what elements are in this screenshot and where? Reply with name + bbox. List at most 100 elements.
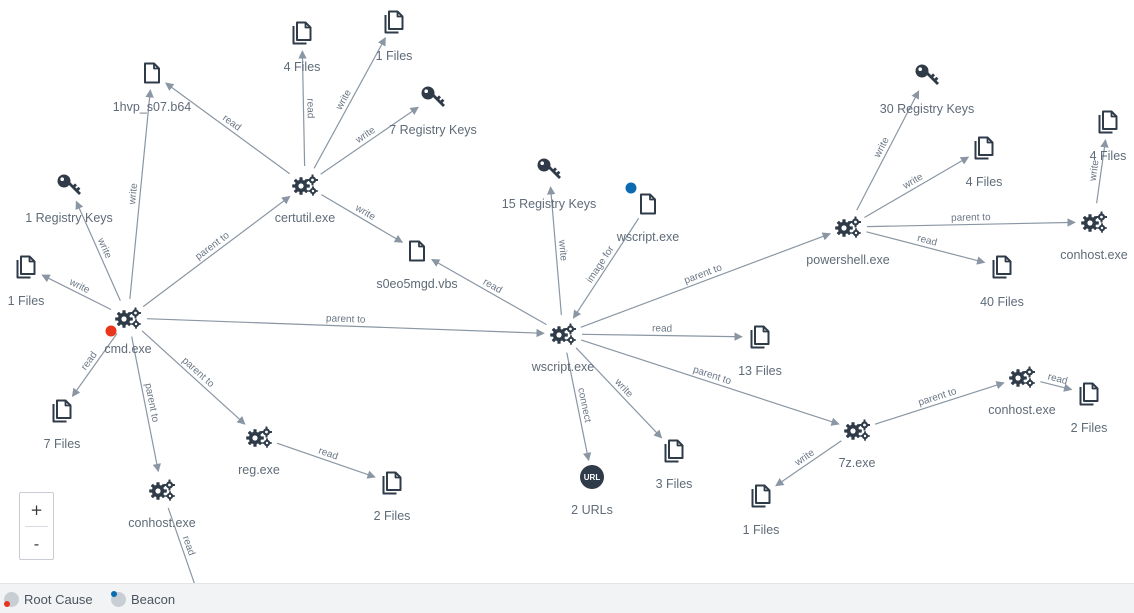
edge-line[interactable] <box>320 106 419 175</box>
graph-edge[interactable]: read <box>165 82 291 175</box>
graph-edge[interactable]: write <box>775 440 842 487</box>
edge-line[interactable] <box>581 332 743 341</box>
graph-node-process[interactable]: certutil.exe <box>275 174 335 226</box>
graph-node-files[interactable]: 1 Files <box>8 255 45 309</box>
graph-edge[interactable]: read <box>1040 372 1073 392</box>
graph-edge[interactable]: parent to <box>142 195 291 308</box>
node-label: certutil.exe <box>275 211 335 225</box>
files-icon <box>382 471 402 495</box>
graph-edge[interactable]: parent to <box>580 232 831 328</box>
edge-line[interactable] <box>298 50 307 167</box>
edge-line[interactable] <box>71 333 118 398</box>
graph-node-files[interactable]: 3 Files <box>656 439 693 492</box>
graph-edge[interactable]: read <box>431 258 547 326</box>
graph-node-file[interactable]: s0eo5mgd.vbs <box>376 240 458 292</box>
graph-node-files[interactable]: 7 Files <box>44 399 81 452</box>
edge-line[interactable] <box>141 330 246 425</box>
graph-node-process[interactable]: cmd.exe <box>104 307 152 357</box>
zoom-control: + - <box>19 492 54 560</box>
graph-node-process[interactable]: reg.exe <box>238 426 280 478</box>
edge-line[interactable] <box>874 381 1005 425</box>
graph-node-key[interactable]: 7 Registry Keys <box>389 86 477 138</box>
graph-node-process[interactable]: conhost.exe <box>988 366 1056 418</box>
graph-node-key[interactable]: 15 Registry Keys <box>502 158 596 212</box>
edge-line[interactable] <box>129 89 154 300</box>
graph-edge[interactable]: connect <box>566 352 593 462</box>
graph-node-key[interactable]: 30 Registry Keys <box>880 64 974 117</box>
files-icon <box>1098 110 1118 134</box>
edge-line[interactable] <box>321 194 404 243</box>
graph-node-files[interactable]: 2 Files <box>1071 382 1108 436</box>
graph-node-file[interactable]: 1hvp_s07.b64 <box>113 62 192 115</box>
legend-root-cause-label: Root Cause <box>24 592 93 607</box>
graph-node-process[interactable]: wscript.exe <box>531 323 595 375</box>
graph-node-process[interactable]: 7z.exe <box>839 419 876 471</box>
edge-line[interactable] <box>167 507 196 583</box>
files-icon <box>750 325 770 349</box>
url-icon-text: URL <box>584 473 601 482</box>
node-label: 2 Files <box>1071 421 1108 435</box>
graph-edge[interactable]: write <box>320 106 419 175</box>
edge-line[interactable] <box>1040 381 1073 392</box>
edge-line[interactable] <box>580 339 840 426</box>
files-icon <box>16 255 36 279</box>
graph-edge[interactable]: parent to <box>866 212 1076 228</box>
edge-line[interactable] <box>566 352 592 462</box>
graph-node-files[interactable]: 13 Files <box>738 325 782 379</box>
edge-line[interactable] <box>142 195 291 308</box>
graph-node-files[interactable]: 1 Files <box>376 10 413 64</box>
graph-node-file[interactable]: wscript.exe <box>616 182 680 245</box>
graph-node-files[interactable]: 4 Files <box>966 136 1003 190</box>
graph-edge[interactable]: parent to <box>146 313 545 338</box>
edge-line[interactable] <box>131 336 161 473</box>
node-label: 2 URLs <box>571 503 613 517</box>
graph-edge[interactable]: read <box>298 50 316 167</box>
graph-edge[interactable]: write <box>41 274 112 311</box>
graph-edge[interactable]: write <box>546 186 569 316</box>
edge-line[interactable] <box>75 200 121 301</box>
edge-line[interactable] <box>1096 138 1109 204</box>
graph-edge[interactable]: read <box>581 323 743 341</box>
edge-line[interactable] <box>572 217 640 319</box>
graph-node-files[interactable]: 4 Files <box>1090 110 1127 164</box>
edge-line[interactable] <box>313 37 386 169</box>
edge-line[interactable] <box>431 258 547 326</box>
edge-line[interactable] <box>146 318 545 338</box>
edge-line[interactable] <box>575 347 663 439</box>
graph-edge[interactable]: parent to <box>874 381 1005 425</box>
graph-node-process[interactable]: powershell.exe <box>806 216 890 268</box>
graph-edge[interactable]: read <box>866 231 986 265</box>
edge-line[interactable] <box>775 440 842 487</box>
graph-edge[interactable]: write <box>1088 138 1109 204</box>
edge-line[interactable] <box>580 232 831 328</box>
graph-node-files[interactable]: 4 Files <box>284 21 321 75</box>
edge-label: read <box>304 98 315 118</box>
edge-line[interactable] <box>866 218 1076 228</box>
edge-label: parent to <box>180 355 217 390</box>
edge-line[interactable] <box>864 156 970 218</box>
graph-edge[interactable]: read <box>276 442 376 479</box>
edge-line[interactable] <box>866 231 986 265</box>
edge-line[interactable] <box>41 274 112 311</box>
edge-line[interactable] <box>546 186 562 316</box>
graph-node-process[interactable]: conhost.exe <box>128 479 196 531</box>
graph-node-files[interactable]: 1 Files <box>743 484 780 538</box>
zoom-out-button[interactable]: - <box>20 527 53 560</box>
key-icon <box>57 174 81 195</box>
edge-line[interactable] <box>856 90 920 211</box>
zoom-in-button[interactable]: + <box>20 493 53 526</box>
edge-line[interactable] <box>165 82 291 175</box>
graph-node-url[interactable]: URL 2 URLs <box>571 465 613 517</box>
edge-label: parent to <box>683 262 724 286</box>
edge-label: read <box>79 350 100 373</box>
edge-line[interactable] <box>276 442 376 479</box>
graph-node-key[interactable]: 1 Registry Keys <box>25 174 113 226</box>
graph-edge[interactable]: write <box>127 89 154 300</box>
graph-node-process[interactable]: conhost.exe <box>1060 211 1128 263</box>
graph-edge[interactable]: parent to <box>131 336 161 473</box>
graph-node-files[interactable]: 40 Files <box>980 255 1024 310</box>
graph-node-files[interactable]: 2 Files <box>374 471 411 524</box>
edge-label: parent to <box>951 212 991 224</box>
